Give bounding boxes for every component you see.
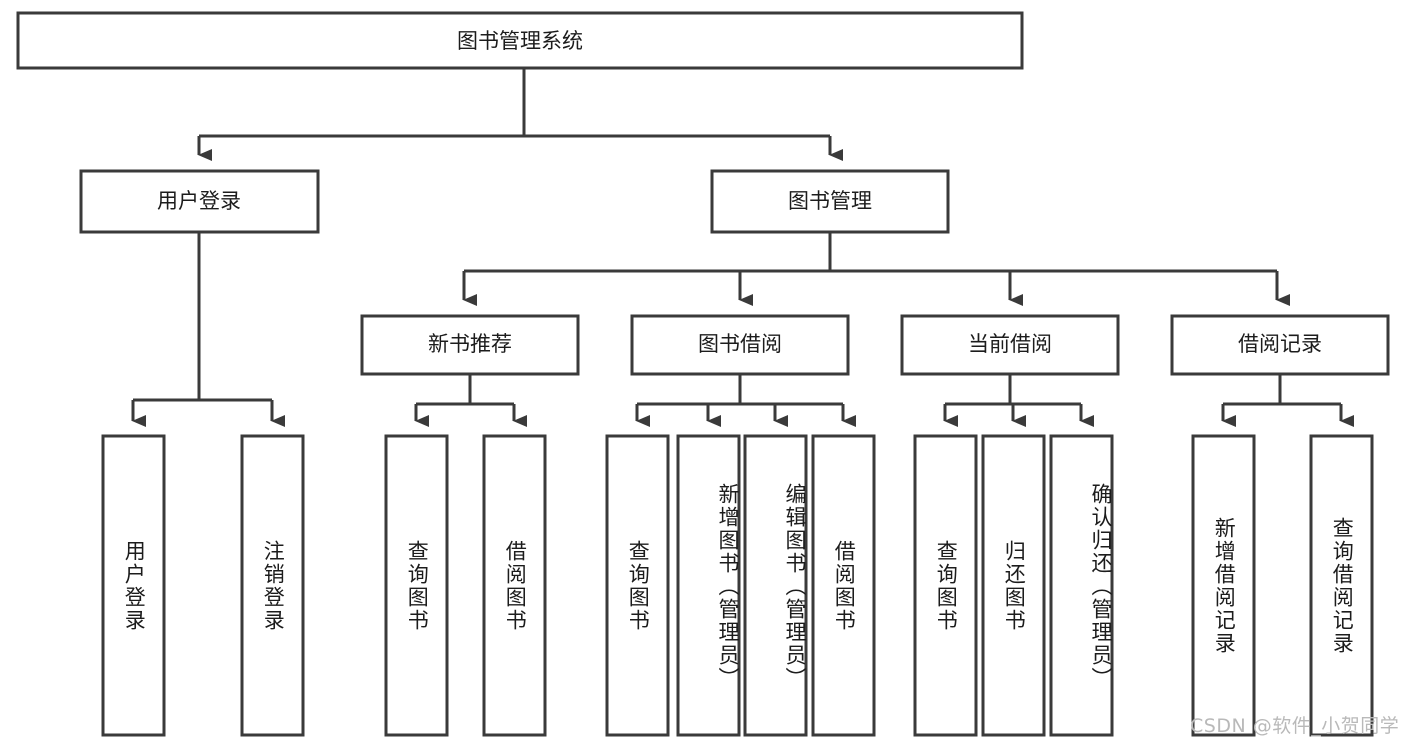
leaf-box-edit-book[interactable] bbox=[743, 434, 808, 737]
node-borrow-record-label: 借阅记录 bbox=[1238, 332, 1322, 356]
leaf-box-query-book-1[interactable] bbox=[384, 434, 449, 737]
node-book-manage-label: 图书管理 bbox=[788, 189, 872, 213]
node-new-book-recommend-box[interactable] bbox=[360, 314, 580, 376]
node-root-label: 图书管理系统 bbox=[457, 29, 583, 53]
leaf-box-add-record[interactable] bbox=[1191, 434, 1256, 737]
leaf-box-confirm-return[interactable] bbox=[1049, 434, 1114, 737]
node-root-box[interactable] bbox=[16, 11, 1024, 70]
node-new-book-recommend-label: 新书推荐 bbox=[428, 332, 512, 356]
leaf-box-query-book-3[interactable] bbox=[913, 434, 978, 737]
csdn-watermark: CSDN @软件_小贺同学 bbox=[1190, 715, 1400, 737]
node-book-borrow-box[interactable] bbox=[630, 314, 850, 376]
node-book-borrow-label: 图书借阅 bbox=[698, 332, 782, 356]
node-user-login-label: 用户登录 bbox=[157, 189, 241, 213]
leaf-box-logout-login[interactable] bbox=[240, 434, 305, 737]
leaf-box-query-book-2[interactable] bbox=[605, 434, 670, 737]
leaf-box-borrow-book-1[interactable] bbox=[482, 434, 547, 737]
leaf-box-return-book[interactable] bbox=[981, 434, 1046, 737]
node-borrow-record-box[interactable] bbox=[1170, 314, 1390, 376]
node-current-borrow-label: 当前借阅 bbox=[968, 332, 1052, 356]
node-book-manage-box[interactable] bbox=[710, 169, 950, 234]
leaf-box-borrow-book-2[interactable] bbox=[811, 434, 876, 737]
node-current-borrow-box[interactable] bbox=[900, 314, 1120, 376]
leaf-box-user-login[interactable] bbox=[101, 434, 166, 737]
leaf-box-query-record[interactable] bbox=[1309, 434, 1374, 737]
leaf-box-add-book[interactable] bbox=[676, 434, 741, 737]
